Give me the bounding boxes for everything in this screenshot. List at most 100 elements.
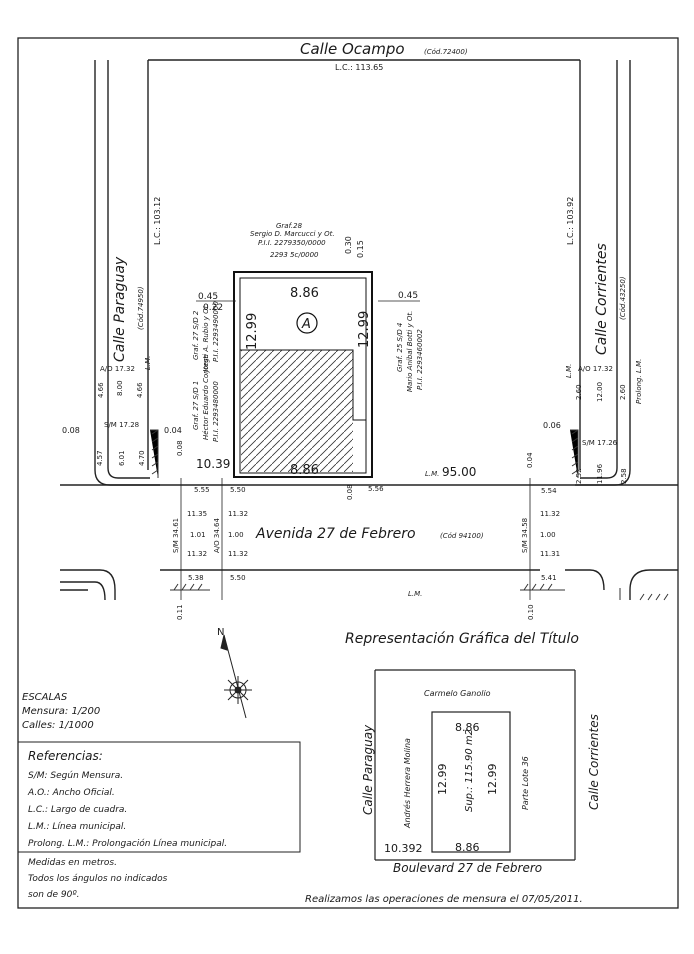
neighbor-left-top-graf: Graf. 27 S/D 2: [192, 310, 200, 360]
scales-mensura: Mensura: 1/200: [22, 706, 100, 717]
dim-c-541: 5.41: [541, 574, 557, 582]
street-blocks: [60, 59, 678, 601]
lot-offset-right: 0.45: [398, 291, 418, 301]
dim-c-1132b: 11.32: [187, 550, 207, 558]
street-paraguay-lc: L.C.: 103.12: [153, 197, 162, 245]
dim-v-004: 0.04: [164, 426, 182, 435]
dim-c-1132d: 11.32: [540, 510, 560, 518]
dim-c-100a: 1.00: [228, 531, 244, 539]
neighbor-top-owner: Sergio D. Marcucci y Ot.: [250, 230, 335, 238]
dim-c-1132a: 11.32: [228, 510, 248, 518]
north-label: N: [217, 627, 224, 638]
lot-top-dim: 8.86: [290, 286, 319, 301]
title-rep-street-right: Calle Corrientes: [587, 714, 601, 810]
neighbor-left-bottom-graf: Graf. 27 S/D 1: [192, 381, 200, 430]
ao-ave: A/O 34.64: [213, 518, 221, 553]
title-rep-top: 8.86: [455, 721, 480, 734]
references-box: [17, 741, 301, 853]
sm-ave-right: S/M 34.58: [521, 518, 529, 553]
lm-bottom: L.M.: [408, 590, 422, 598]
neighbor-left-bottom-owner: Héctor Eduardo Contesti: [202, 354, 210, 440]
street-ocampo-name: Calle Ocampo: [300, 40, 405, 58]
dim-v-008: 0.08: [62, 426, 80, 435]
neighbor-top-graf: Graf.28: [276, 222, 303, 230]
scales-title: ESCALAS: [22, 692, 68, 703]
dim-r-258: 2.58: [620, 468, 628, 484]
title-rep-street-left: Calle Paraguay: [361, 724, 375, 815]
scales-calles: Calles: 1/1000: [22, 720, 94, 731]
dim-c-1135: 11.35: [187, 510, 207, 518]
prolong-lm: Prolong. L.M.: [635, 359, 643, 404]
title-rep-top-owner: Carmelo Ganolio: [424, 689, 491, 698]
dim-c-550b: 5.50: [230, 574, 246, 582]
lot-offset-top2: 0.15: [356, 240, 365, 258]
street-ocampo-lc: L.C.: 113.65: [335, 63, 383, 72]
lot-right-dim: 12.99: [357, 311, 372, 348]
ref-item-0: S/M: Según Mensura.: [28, 771, 123, 781]
ref-item-1: A.O.: Ancho Oficial.: [27, 788, 115, 798]
sm-left: S/M 17.28: [104, 421, 139, 429]
dim-c-538: 5.38: [188, 574, 204, 582]
dim-r-252: 2.52: [575, 468, 583, 484]
dim-l-466b: 4.66: [136, 382, 144, 398]
sm-right: S/M 17.26: [582, 439, 618, 447]
title-rep-street-bottom: Boulevard 27 de Febrero: [393, 861, 542, 875]
neighbor-left-bottom-pii: P.I.I. 2293480000: [212, 381, 220, 442]
title-rep-dist: 10.392: [384, 842, 423, 855]
north-arrow-icon: [220, 634, 252, 719]
street-corrientes-name: Calle Corrientes: [594, 243, 610, 355]
dim-r-260b: 2.60: [619, 384, 627, 400]
dim-r-1200: 12.00: [596, 382, 604, 402]
dim-b-008: 0.08: [346, 484, 354, 500]
ref-item-3: L.M.: Línea municipal.: [28, 822, 126, 832]
lot-label: A: [301, 317, 311, 332]
title-rep-diagram: [374, 669, 576, 861]
neighbor-left-top-pii: P.I.I. 2293490000: [212, 301, 220, 362]
dim-v-457: 4.57: [96, 450, 104, 466]
dim-r-260a: 2.60: [575, 384, 583, 400]
dim-b-554: 5.54: [541, 487, 557, 495]
dim-b-555: 5.55: [194, 486, 210, 494]
neighbor-right-graf: Graf. 25 S/D 4: [396, 323, 404, 372]
neighbor-right-owner: Mario Aníbal Botti y Ot.: [406, 311, 414, 392]
title-rep-bottom: 8.86: [455, 841, 480, 854]
dim-c-101: 1.01: [190, 531, 206, 539]
neighbor-right-pii: P.I.I. 2293460002: [416, 329, 424, 390]
dim-c-010: 0.10: [527, 604, 535, 620]
title-rep-sup: Sup.: 115.90 m2: [464, 729, 475, 812]
lot-offset-left: 0.45: [198, 292, 218, 302]
footer-note: Realizamos las operaciones de mensura el…: [305, 894, 583, 905]
lot-left-dim: 12.99: [245, 313, 260, 350]
sm-ave-left: S/M 34.61: [172, 518, 180, 553]
neighbor-left-top-owner: Jorge A. Rubio y Ot.: [202, 303, 210, 374]
dim-c-1131: 11.31: [540, 550, 560, 558]
ref-note-0: Medidas en metros.: [28, 858, 117, 868]
street-paraguay-name: Calle Paraguay: [112, 256, 128, 362]
ao-right: A/O 17.32: [578, 365, 613, 373]
street-corrientes-lc: L.C.: 103.92: [566, 197, 575, 245]
lm-label: L.M.: [425, 470, 439, 478]
plan-frame: [17, 37, 679, 909]
lm-left: L.M.: [144, 356, 152, 370]
corner-hatches: [150, 429, 669, 601]
ref-note-2: son de 90º.: [28, 890, 79, 900]
street-avenida-name: Avenida 27 de Febrero: [255, 526, 416, 542]
dim-c-1132c: 11.32: [228, 550, 248, 558]
dim-v-470: 4.70: [138, 450, 146, 466]
title-rep-right: 12.99: [486, 764, 499, 796]
street-corrientes-code: (Cód.43250): [619, 276, 627, 320]
street-ocampo-code: (Cód.72400): [424, 48, 468, 56]
lot-offset-left2: 0.22: [203, 303, 223, 313]
street-paraguay-code: (Cód.74950): [137, 286, 145, 330]
ref-item-4: Prolong. L.M.: Prolongación Línea munici…: [28, 838, 227, 849]
dim-b-550: 5.50: [230, 486, 246, 494]
references-title: Referencias:: [28, 749, 103, 763]
neighbor-top-pii-new: 2293 5c/0000: [270, 251, 319, 259]
neighbor-top-pii: P.I.I. 2279350/0000: [258, 239, 326, 247]
dim-c-100b: 1.00: [540, 531, 556, 539]
title-rep-left-owner: Andrés Herrera Molina: [402, 738, 412, 829]
dim-c-011: 0.11: [176, 604, 184, 620]
ref-note-1: Todos los ángulos no indicados: [28, 874, 168, 884]
lot-offset-top: 0.30: [344, 236, 353, 254]
